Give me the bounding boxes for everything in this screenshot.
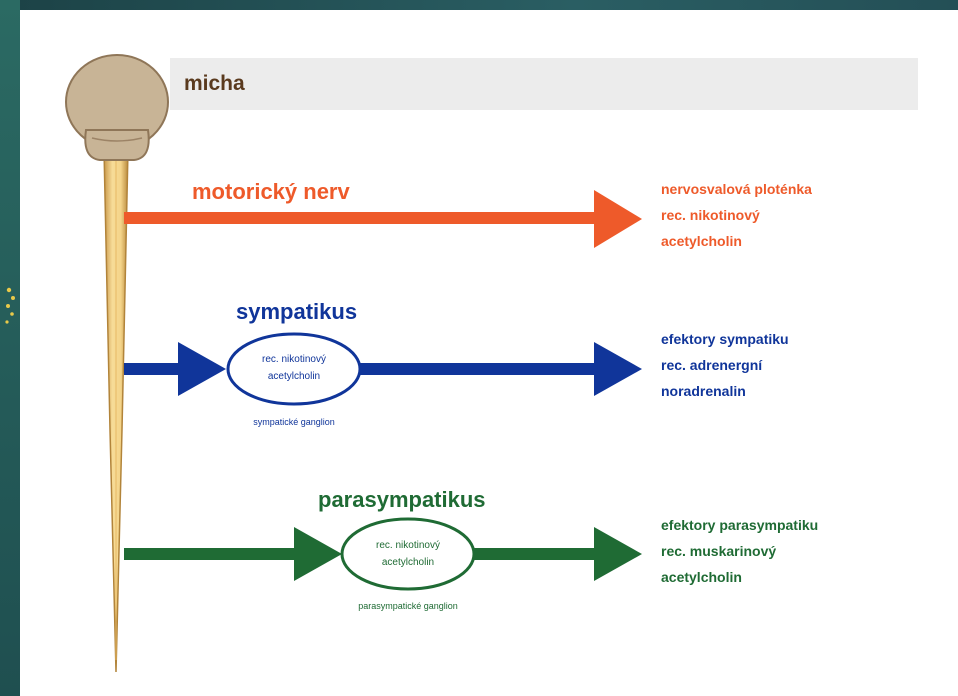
sympathetic-label: sympatikus — [236, 299, 357, 324]
sympathetic-arrowhead-2-icon — [594, 342, 642, 396]
header-band — [170, 58, 918, 110]
motor-effector-line-3: acetylcholin — [661, 233, 742, 249]
parasympathetic-effector-line-1: efektory parasympatiku — [661, 517, 818, 533]
parasympathetic-pathway: parasympatikus rec. nikotinový acetylcho… — [124, 487, 818, 611]
sympathetic-effector-line-1: efektory sympatiku — [661, 331, 789, 347]
motor-effector-line-2: rec. nikotinový — [661, 207, 760, 223]
parasympathetic-ganglion-caption: parasympatické ganglion — [358, 601, 458, 611]
sympathetic-effector-line-2: rec. adrenergní — [661, 357, 763, 373]
parasympathetic-preganglionic-line — [124, 548, 300, 560]
parasympathetic-effector-line-3: acetylcholin — [661, 569, 742, 585]
parasympathetic-ganglion-line-2: acetylcholin — [382, 557, 434, 568]
slide-top-band — [0, 0, 958, 10]
parasympathetic-effector-line-2: rec. muskarinový — [661, 543, 776, 559]
sympathetic-preganglionic-line — [124, 363, 184, 375]
parasympathetic-ganglion-line-1: rec. nikotinový — [376, 540, 440, 551]
motor-nerve-pathway: motorický nerv nervosvalová ploténka rec… — [124, 179, 812, 249]
parasympathetic-ganglion — [340, 517, 476, 591]
sympathetic-arrowhead-1-icon — [178, 342, 226, 396]
side-ornament-icon — [5, 287, 15, 324]
motor-nerve-label: motorický nerv — [192, 179, 350, 204]
motor-effector-line-1: nervosvalová ploténka — [661, 181, 812, 197]
sympathetic-ganglion-caption: sympatické ganglion — [253, 417, 335, 427]
motor-arrowhead-icon — [594, 190, 642, 248]
sympathetic-effector-line-3: noradrenalin — [661, 383, 746, 399]
slide-left-strip — [0, 0, 20, 696]
parasympathetic-label: parasympatikus — [318, 487, 486, 512]
parasympathetic-arrowhead-1-icon — [294, 527, 342, 581]
sympathetic-ganglion-line-1: rec. nikotinový — [262, 354, 326, 365]
sympathetic-ganglion — [226, 332, 362, 406]
parasympathetic-arrowhead-2-icon — [594, 527, 642, 581]
sympathetic-pathway: sympatikus rec. nikotinový acetylcholin … — [124, 299, 789, 427]
motor-nerve-line — [124, 212, 600, 224]
diagram-panel: micha motorický nerv nervosvalová plotén… — [20, 10, 958, 696]
sympathetic-postganglionic-line — [360, 363, 600, 375]
parasympathetic-postganglionic-line — [474, 548, 600, 560]
header-title: micha — [184, 72, 245, 95]
spinal-cord-icon — [65, 54, 169, 673]
sympathetic-ganglion-line-2: acetylcholin — [268, 371, 320, 382]
nervous-system-diagram: micha motorický nerv nervosvalová plotén… — [65, 54, 918, 673]
